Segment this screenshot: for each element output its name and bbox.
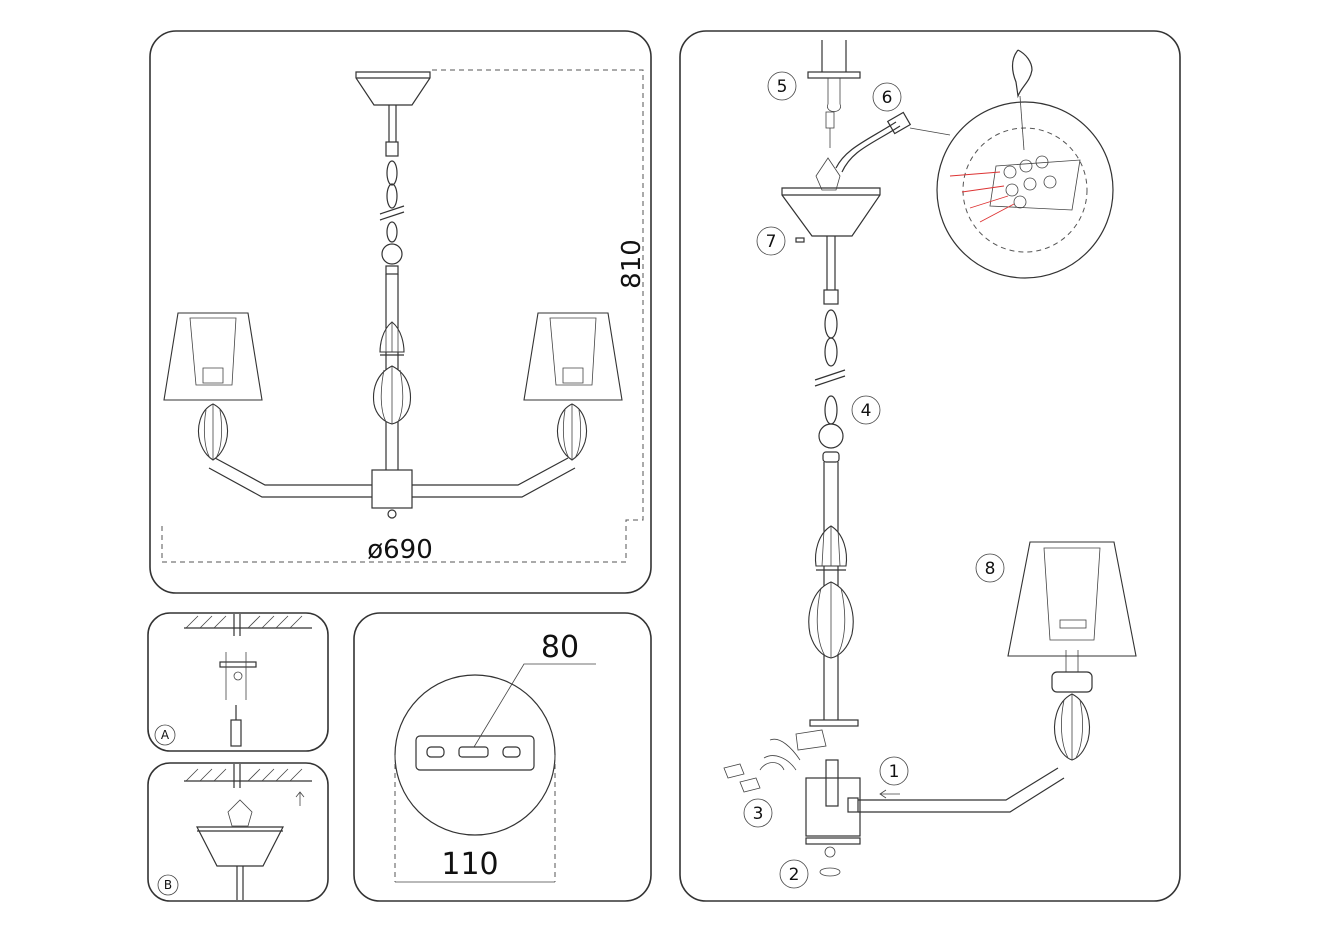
mount-plate-panel: 80 110 (353, 612, 652, 902)
canopy-b (196, 826, 284, 867)
panel-b-label: B (164, 878, 172, 892)
step-callout-8: 8 (975, 553, 1005, 583)
step-callout-2: 2 (779, 859, 809, 889)
panel-b: B (147, 762, 329, 902)
diameter-dimension: ø690 (367, 535, 433, 565)
step-callout-4: 4 (851, 395, 881, 425)
svg-text:2: 2 (789, 865, 800, 885)
chain-link (386, 160, 398, 186)
height-dimension: 810 (617, 239, 647, 289)
wiring-detail (936, 101, 1114, 279)
left-arm (208, 457, 372, 498)
svg-text:7: 7 (766, 232, 777, 252)
svg-text:3: 3 (753, 804, 764, 824)
svg-text:4: 4 (861, 401, 872, 421)
red-wires (949, 171, 1015, 223)
assembly-hub (805, 777, 861, 837)
plate-diameter-dimension: 110 (441, 847, 498, 882)
hub (371, 469, 413, 509)
step-callout-5: 5 (767, 71, 797, 101)
mount-bar (415, 735, 535, 771)
dimension-lines (161, 69, 644, 563)
assembly-shade (1007, 541, 1137, 657)
assembly-panel: 1 2 3 4 5 6 7 8 (679, 30, 1181, 902)
assembly-arm (858, 767, 1065, 813)
svg-text:6: 6 (882, 88, 893, 108)
step-callout-1: 1 (879, 756, 909, 786)
right-shade (523, 312, 623, 401)
loop-ring (381, 243, 403, 265)
main-view-panel: 810 ø690 (149, 30, 652, 594)
step-callout-6: 6 (872, 82, 902, 112)
panel-a: A (147, 612, 329, 752)
step-callout-3: 3 (743, 798, 773, 828)
right-arm (412, 457, 576, 498)
svg-text:1: 1 (889, 762, 900, 782)
svg-text:5: 5 (777, 77, 788, 97)
bar-width-dimension: 80 (541, 630, 579, 665)
step-callout-7: 7 (756, 226, 786, 256)
svg-text:8: 8 (985, 559, 996, 579)
panel-a-label: A (161, 728, 170, 742)
left-shade (163, 312, 263, 401)
